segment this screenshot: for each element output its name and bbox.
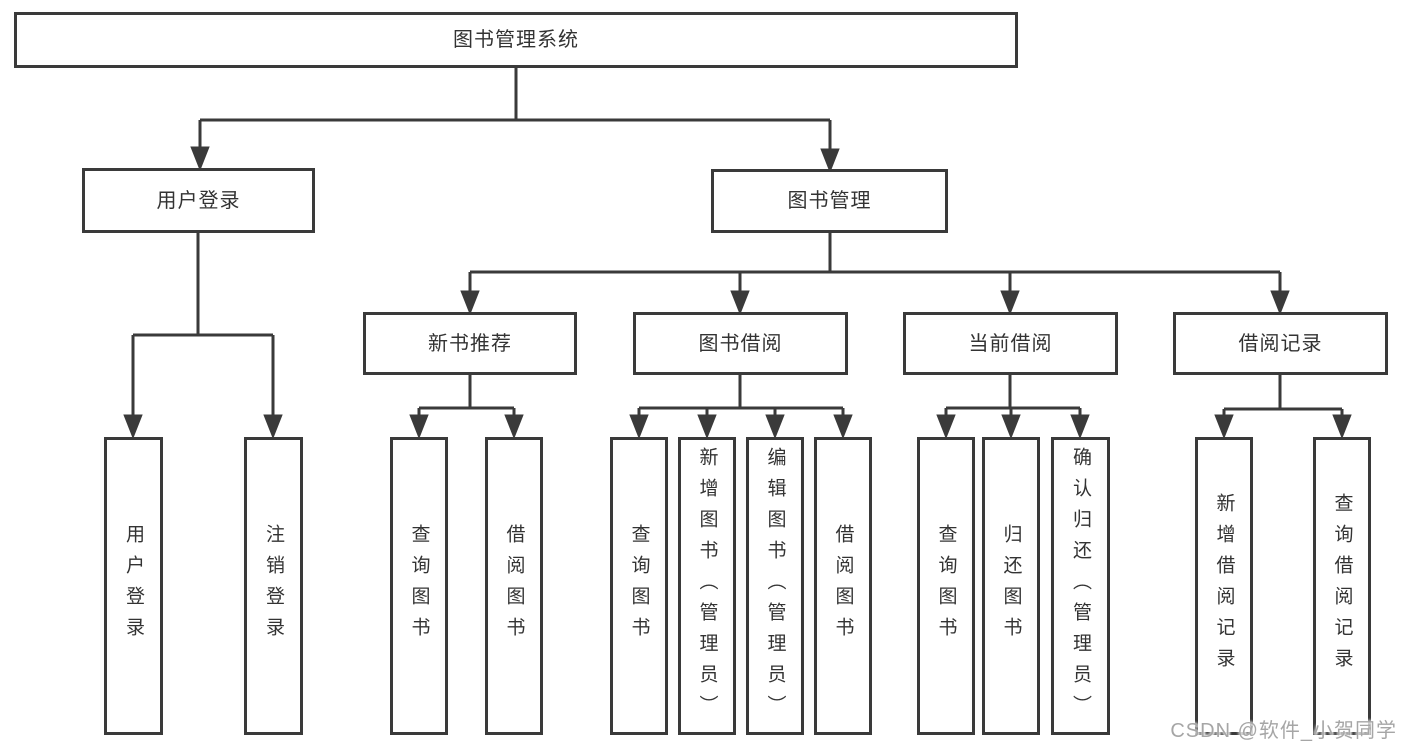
- leaf-br-query-record-label: 查询借阅记录: [1331, 493, 1353, 679]
- leaf-cb-return-books: 归还图书: [982, 437, 1040, 735]
- node-current-borrowing-label: 当前借阅: [968, 332, 1053, 355]
- node-new-book-recommendation-label: 新书推荐: [428, 332, 512, 355]
- node-user-login: 用户登录: [82, 168, 315, 233]
- node-library-system: 图书管理系统: [14, 12, 1018, 68]
- leaf-cb-query-books-label: 查询图书: [935, 524, 957, 648]
- node-new-book-recommendation: 新书推荐: [363, 312, 577, 375]
- leaf-bb-query-books-label: 查询图书: [628, 524, 650, 648]
- leaf-logout: 注销登录: [244, 437, 303, 735]
- leaf-logout-label: 注销登录: [263, 524, 284, 648]
- leaf-nbr-query-books-label: 查询图书: [408, 524, 430, 648]
- leaf-cb-query-books: 查询图书: [917, 437, 975, 735]
- node-borrowing-records-label: 借阅记录: [1238, 332, 1323, 355]
- node-current-borrowing: 当前借阅: [903, 312, 1118, 375]
- leaf-user-login: 用户登录: [104, 437, 163, 735]
- node-book-borrowing-label: 图书借阅: [698, 332, 783, 355]
- node-user-login-label: 用户登录: [156, 189, 241, 212]
- leaf-bb-add-book-admin-label: 新增图书（管理员）: [696, 446, 718, 726]
- node-book-management: 图书管理: [711, 169, 948, 233]
- leaf-br-add-record: 新增借阅记录: [1195, 437, 1253, 735]
- node-book-management-label: 图书管理: [787, 190, 872, 212]
- node-book-borrowing: 图书借阅: [633, 312, 848, 375]
- leaf-user-login-label: 用户登录: [123, 524, 144, 648]
- connector-new-book-recommendation-to-children: [409, 375, 524, 440]
- leaf-cb-confirm-return-admin: 确认归还（管理员）: [1051, 437, 1110, 735]
- connector-book-management-to-level3: [460, 233, 1290, 316]
- leaf-bb-query-books: 查询图书: [610, 437, 668, 735]
- csdn-watermark: CSDN @软件_小贺同学: [1170, 720, 1397, 742]
- leaf-nbr-query-books: 查询图书: [390, 437, 448, 735]
- leaf-bb-borrow-books: 借阅图书: [814, 437, 872, 735]
- leaf-cb-confirm-return-admin-label: 确认归还（管理员）: [1070, 446, 1091, 726]
- leaf-br-add-record-label: 新增借阅记录: [1213, 493, 1235, 679]
- node-library-system-label: 图书管理系统: [453, 29, 579, 51]
- leaf-br-query-record: 查询借阅记录: [1313, 437, 1371, 735]
- leaf-cb-return-books-label: 归还图书: [1000, 524, 1022, 648]
- node-borrowing-records: 借阅记录: [1173, 312, 1388, 375]
- leaf-bb-borrow-books-label: 借阅图书: [832, 524, 854, 648]
- connector-borrowing-records-to-children: [1214, 375, 1352, 440]
- leaf-nbr-borrow-books: 借阅图书: [485, 437, 543, 735]
- connector-current-borrowing-to-children: [936, 375, 1090, 440]
- leaf-bb-edit-book-admin: 编辑图书（管理员）: [746, 437, 804, 735]
- connector-root-to-level2: [190, 68, 840, 174]
- leaf-bb-add-book-admin: 新增图书（管理员）: [678, 437, 736, 735]
- leaf-bb-edit-book-admin-label: 编辑图书（管理员）: [764, 446, 786, 726]
- leaf-nbr-borrow-books-label: 借阅图书: [503, 524, 525, 648]
- connector-user-login-to-children: [123, 233, 283, 440]
- connector-book-borrowing-to-children: [629, 375, 853, 440]
